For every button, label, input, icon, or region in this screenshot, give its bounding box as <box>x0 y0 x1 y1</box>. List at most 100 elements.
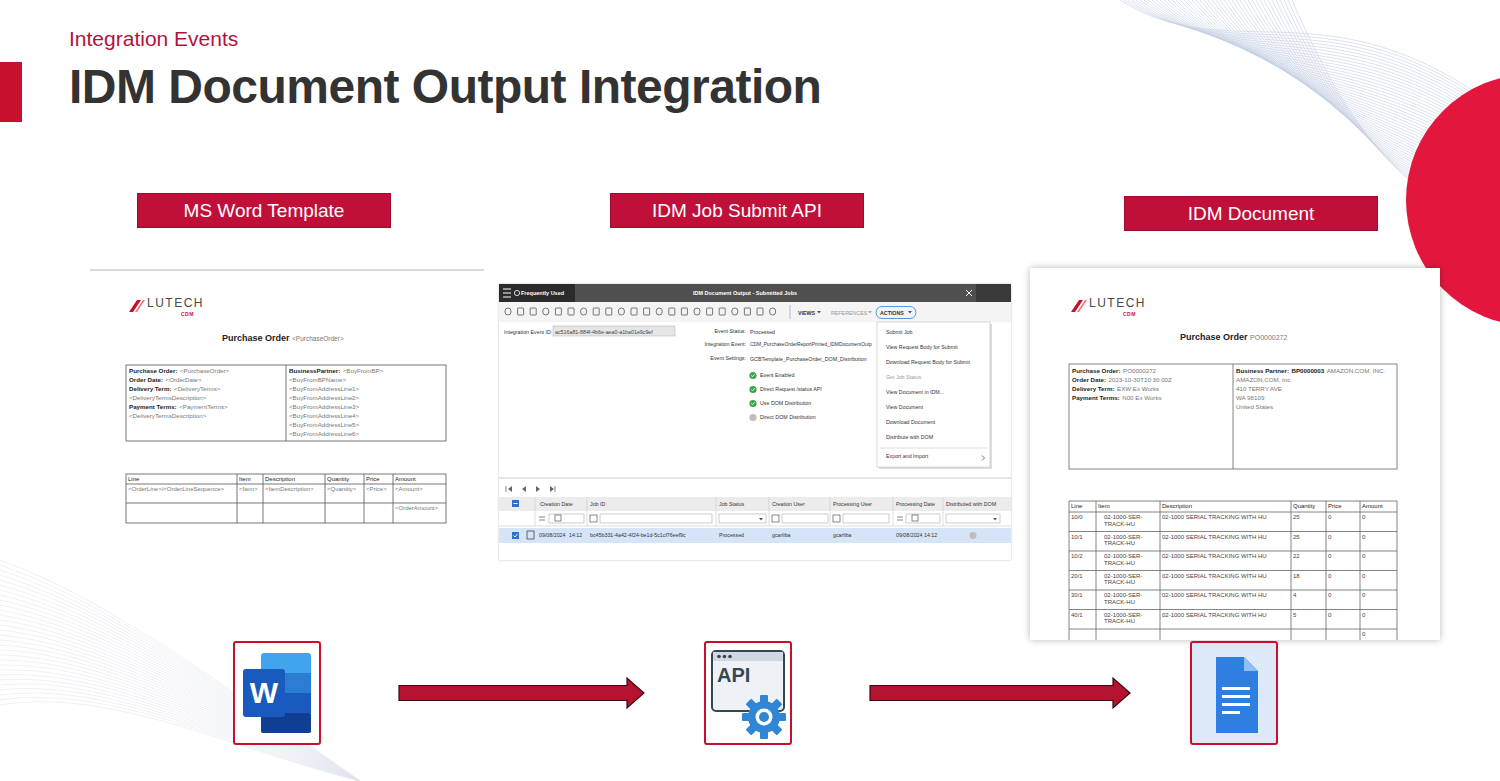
layout-line <box>1096 501 1097 640</box>
layout-path <box>0 650 360 781</box>
icon-text: API <box>717 664 750 687</box>
layout-rect <box>757 308 763 315</box>
layout-line <box>1069 590 1397 591</box>
text-row: Payment Terms:<PaymentTerms> <box>129 403 228 410</box>
label-text: 0 <box>1362 534 1396 541</box>
layout-line <box>1069 609 1397 610</box>
layout-path <box>982 456 985 461</box>
section-kicker: Integration Events <box>69 27 238 51</box>
label-text: <PaymentTerms> <box>179 403 228 410</box>
layout-line <box>514 503 518 504</box>
layout-line <box>503 289 511 290</box>
label-text: 20/1 <box>1071 573 1095 580</box>
label-text: 0 <box>1328 573 1359 580</box>
label-text: 0 <box>1328 553 1359 560</box>
layout-path <box>0 585 360 781</box>
section-tag: IDM Job Submit API <box>610 193 864 228</box>
label-text: Item <box>1098 503 1159 510</box>
label-text: REFERENCES <box>831 310 867 316</box>
layout-rect <box>512 500 519 507</box>
layout-rect <box>581 308 587 315</box>
label-text: Processing User <box>833 501 872 507</box>
logo-text: LUTECH <box>1089 297 1146 311</box>
label-text: Get Job Status <box>886 374 921 380</box>
label-text: Event Status: <box>680 329 746 335</box>
layout-rect <box>512 532 519 539</box>
text-row: <DeliveryTermsDescription> <box>129 412 206 419</box>
label-text: 10/1 <box>1071 534 1095 541</box>
layout-rect <box>772 515 779 522</box>
logo-text: CDM <box>1123 312 1136 318</box>
text-row: 410 TERRY AVE <box>1236 385 1282 392</box>
label-text: 14:12 <box>569 532 582 538</box>
layout-rect <box>527 531 534 539</box>
label-text: Purchase Order <box>222 333 290 343</box>
label-text: BP0000003 <box>1291 367 1324 374</box>
layout-rect <box>518 308 524 315</box>
layout-circle <box>717 655 721 659</box>
text-row: Purchase Order:<PurchaseOrder> <box>129 367 229 374</box>
logo-text: LUTECH <box>147 297 204 311</box>
label-text: N00 Ex Works <box>1122 394 1161 401</box>
layout-g <box>759 518 997 521</box>
label-text: <BuyFromAddressLine2> <box>289 394 359 401</box>
label-text: <DeliveryTermsDescription> <box>129 394 206 401</box>
layout-path <box>550 486 555 492</box>
layout-rect <box>1069 364 1397 469</box>
tag-text: MS Word Template <box>184 200 345 222</box>
label-text: AMAZON.COM, Inc. <box>1236 376 1292 383</box>
layout-path <box>817 311 821 314</box>
layout-path <box>506 486 512 492</box>
layout-circle <box>514 290 519 295</box>
layout-line <box>286 365 287 441</box>
label-text: <BuyFromAddressLine4> <box>289 412 359 419</box>
label-text: Amount <box>1362 503 1396 510</box>
layout-line <box>126 503 446 504</box>
layout-g <box>499 497 1011 526</box>
label-text: <DeliveryTermsDescription> <box>129 412 206 419</box>
layout-path <box>135 300 145 312</box>
label-text: Quantity <box>1293 503 1325 510</box>
label-text: View Request Body for Submit <box>886 344 958 350</box>
label-text: Order Date: <box>1072 376 1106 383</box>
label-text: <Quantity> <box>327 486 363 493</box>
layout-path <box>0 600 360 781</box>
icon-tile: W <box>233 641 321 745</box>
layout-rect <box>243 669 285 717</box>
accent-bar <box>0 62 22 122</box>
text-row: BusinessPartner:<BuyFromBP> <box>289 367 383 374</box>
label-text: Use DOM Distribution <box>760 400 811 406</box>
label-text: VIEWS <box>798 310 815 316</box>
layout-g <box>751 374 754 404</box>
layout-rect <box>906 514 940 523</box>
layout-path <box>522 486 526 492</box>
layout-line <box>506 486 507 492</box>
label-text: United States <box>1236 403 1273 410</box>
label-text: CDM_PurchaseOrderReportPrinted_IDMDocume… <box>750 342 872 348</box>
label-text: Integration Event ID: <box>504 329 552 335</box>
label-text: Order Date: <box>129 376 163 383</box>
layout-path <box>0 605 360 781</box>
tag-text: IDM Document <box>1188 203 1315 225</box>
layout-rect <box>499 284 1011 302</box>
layout-path <box>0 640 360 781</box>
flow-arrow <box>399 678 644 708</box>
layout-rect <box>694 308 700 315</box>
label-text: Distribute with DOM <box>886 434 933 440</box>
text-row: Delivery Term:<DeliveryTerms> <box>129 385 220 392</box>
label-text: 40/1 <box>1071 612 1095 619</box>
layout-rect <box>1222 703 1250 706</box>
label-text: Processed <box>750 329 775 335</box>
label-text: EXW Ex Works <box>1117 385 1159 392</box>
layout-rect <box>499 284 575 302</box>
label-text: gcarliba <box>833 532 852 538</box>
layout-path <box>0 625 360 781</box>
layout-rect <box>593 308 599 315</box>
app-chrome <box>499 284 1011 543</box>
label-text: bc45b331-4a42-4f24-be1d-5c1cf76eef9c <box>590 532 686 538</box>
label-text: Business Partner: <box>1236 367 1289 374</box>
layout-path <box>993 518 997 521</box>
layout-line <box>1291 501 1292 640</box>
layout-rect <box>618 308 624 315</box>
label-text: 2023-10-30T10:30:00Z <box>1109 376 1172 383</box>
